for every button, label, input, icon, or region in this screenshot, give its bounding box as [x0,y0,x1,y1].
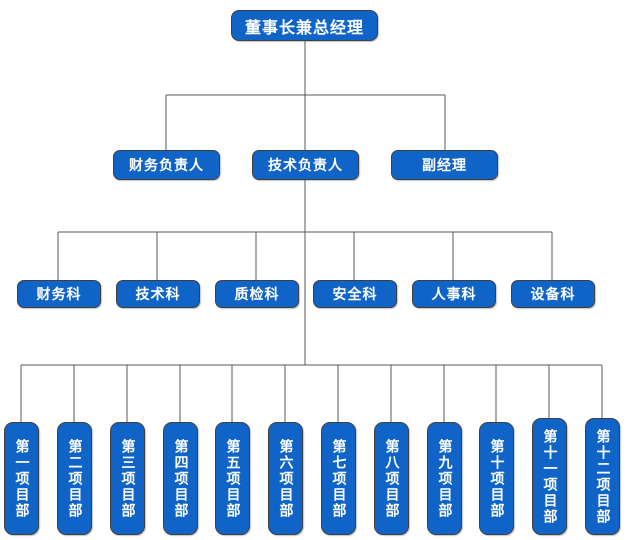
node-project-dept-5[interactable]: 第五项目部 [215,422,250,535]
node-project-dept-1[interactable]: 第一项目部 [4,422,39,535]
node-label: 财务负责人 [129,158,204,174]
node-chairman-general-manager[interactable]: 董事长兼总经理 [231,10,378,41]
node-deputy-manager[interactable]: 副经理 [391,150,498,180]
node-technical-head[interactable]: 技术负责人 [252,150,359,180]
node-project-dept-9[interactable]: 第九项目部 [427,422,462,535]
node-technical-dept[interactable]: 技术科 [116,280,200,308]
node-label: 第九项目部 [436,438,453,519]
node-hr-dept[interactable]: 人事科 [412,280,496,308]
node-project-dept-2[interactable]: 第二项目部 [57,422,92,535]
node-finance-dept[interactable]: 财务科 [17,280,101,308]
node-label: 质检科 [234,287,280,303]
node-label: 第十一项目部 [541,428,558,525]
node-safety-dept[interactable]: 安全科 [313,280,397,308]
node-project-dept-8[interactable]: 第八项目部 [374,422,409,535]
node-project-dept-12[interactable]: 第十二项目部 [585,418,620,535]
node-label: 第二项目部 [66,438,83,519]
node-project-dept-11[interactable]: 第十一项目部 [532,418,567,535]
node-label: 副经理 [422,158,467,174]
node-label: 技术负责人 [268,158,343,174]
node-label: 第七项目部 [330,438,347,519]
node-label: 安全科 [332,287,378,303]
node-project-dept-7[interactable]: 第七项目部 [321,422,356,535]
node-label: 第一项目部 [13,438,30,519]
node-project-dept-6[interactable]: 第六项目部 [268,422,303,535]
node-label: 人事科 [431,287,477,303]
node-label: 第三项目部 [119,438,136,519]
node-equipment-dept[interactable]: 设备科 [511,280,595,308]
node-label: 第十二项目部 [594,428,611,525]
node-label: 第四项目部 [172,438,189,519]
node-label: 第五项目部 [224,438,241,519]
node-project-dept-10[interactable]: 第十项目部 [479,422,514,535]
node-label: 技术科 [135,287,181,303]
node-quality-inspection-dept[interactable]: 质检科 [215,280,299,308]
node-label: 董事长兼总经理 [244,17,364,37]
node-project-dept-4[interactable]: 第四项目部 [163,422,198,535]
node-label: 财务科 [36,287,82,303]
node-label: 第八项目部 [383,438,400,519]
node-label: 第六项目部 [277,438,294,519]
node-label: 设备科 [530,287,576,303]
node-label: 第十项目部 [488,438,505,519]
node-project-dept-3[interactable]: 第三项目部 [110,422,145,535]
node-finance-head[interactable]: 财务负责人 [113,150,220,180]
